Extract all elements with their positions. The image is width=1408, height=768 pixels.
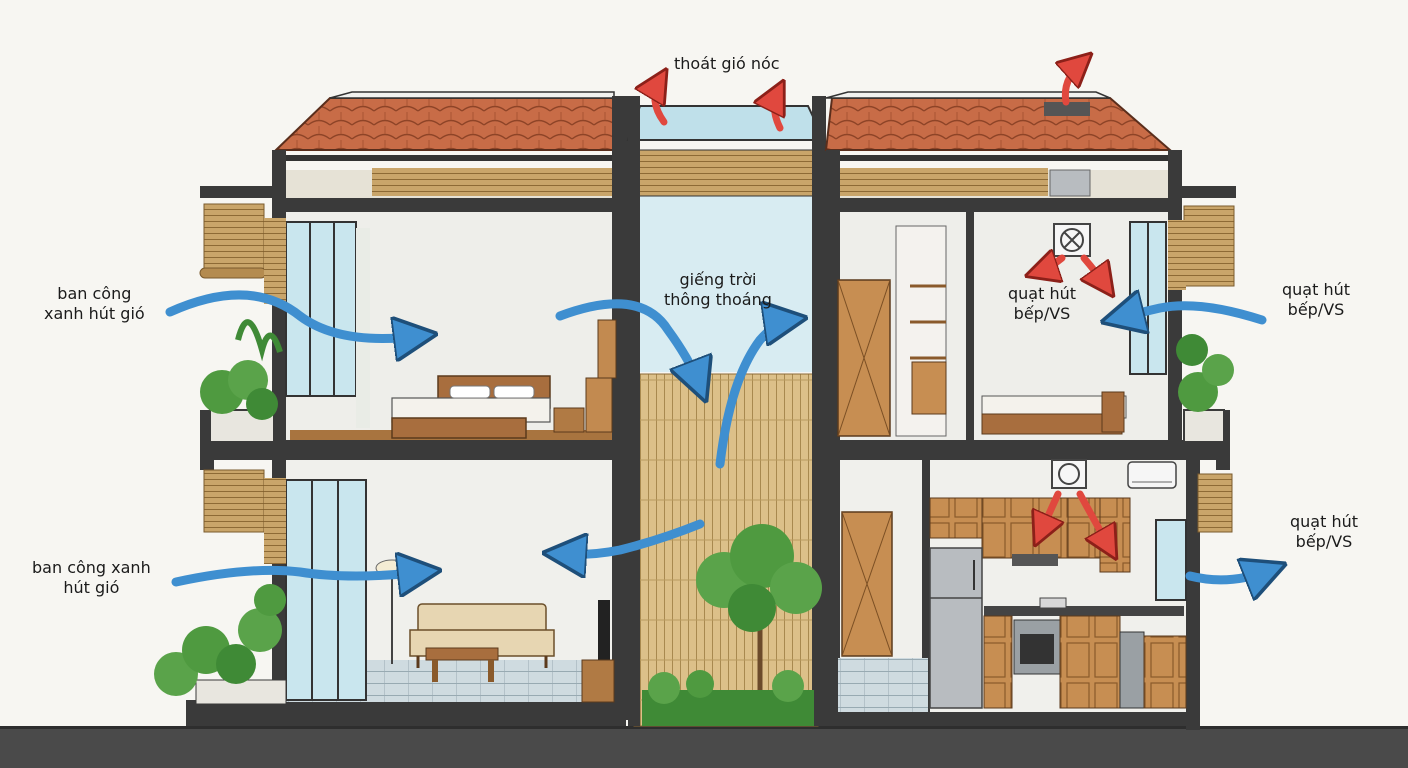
right-roof bbox=[824, 97, 1173, 151]
airflow-arrow bbox=[171, 570, 424, 582]
bed-icon bbox=[391, 375, 551, 439]
air-conditioner-icon bbox=[1127, 461, 1177, 489]
label-balcony-lower: ban công xanh hút gió bbox=[32, 558, 151, 597]
exhaust-arrow bbox=[1040, 490, 1058, 534]
airflow-arrow bbox=[165, 290, 420, 339]
lower-left-glass-door bbox=[285, 479, 367, 701]
exhaust-arrow bbox=[1065, 62, 1082, 106]
exhaust-fan-icon bbox=[1051, 459, 1087, 489]
label-roof-vent: thoát gió nóc bbox=[674, 54, 780, 73]
right-lower-window bbox=[1155, 519, 1187, 601]
bamboo-blind-icon bbox=[203, 203, 265, 277]
airflow-arrow bbox=[1185, 570, 1270, 580]
left-roof bbox=[273, 97, 628, 151]
exhaust-arrow bbox=[1038, 258, 1066, 272]
label-balcony-upper: ban công xanh hút gió bbox=[44, 284, 145, 323]
label-fan-inside: quạt hút bếp/VS bbox=[1008, 284, 1077, 323]
oven-icon bbox=[1013, 619, 1061, 675]
ground bbox=[0, 728, 1408, 768]
label-lightwell: giếng trời thông thoáng bbox=[664, 270, 772, 309]
lower-right-floor bbox=[838, 658, 928, 712]
label-fan-right-upper: quạt hút bếp/VS bbox=[1282, 280, 1351, 319]
plant-icon bbox=[200, 319, 283, 420]
airflow-arrow bbox=[560, 519, 705, 555]
exhaust-fan-icon bbox=[1053, 223, 1091, 257]
label-fan-right-lower: quạt hút bếp/VS bbox=[1290, 512, 1359, 551]
exhaust-arrow bbox=[1084, 254, 1106, 286]
airflow-arrow bbox=[715, 320, 790, 469]
exhaust-arrow bbox=[655, 80, 664, 126]
airflow-arrow bbox=[1118, 306, 1267, 320]
exhaust-arrow bbox=[774, 92, 780, 132]
airflow-arrow bbox=[555, 299, 700, 386]
tree-icon bbox=[696, 524, 822, 700]
refrigerator-icon bbox=[929, 547, 983, 709]
exhaust-arrow bbox=[1076, 490, 1110, 548]
